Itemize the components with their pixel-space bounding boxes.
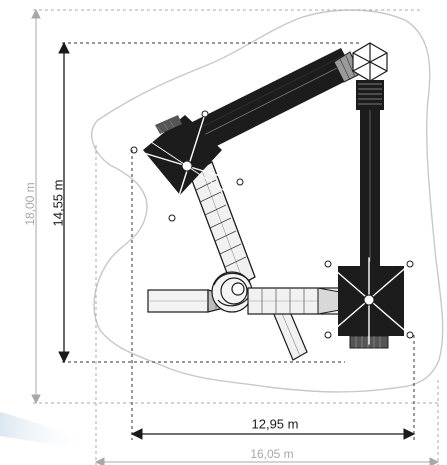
spiral-slide [211,271,253,313]
safety-zone-outline [91,9,444,393]
tower-bottom-right [324,257,414,349]
hex-tower-top [352,42,388,82]
slide-horizontal-right [247,287,341,315]
dimension-inner-height [58,41,70,364]
blue-smudge [0,412,90,450]
dimension-inner-width [130,428,416,440]
diagonal-walkway [170,48,361,162]
outer-width-label: 16,05 m [250,447,294,461]
outer-height-label: 18,00 m [23,182,37,226]
dimension-outer-width [94,457,440,465]
tube-slide [189,161,256,290]
tower-left [130,110,244,222]
dashed-boundaries [33,9,439,465]
inner-width-label: 12,95 m [251,416,299,432]
dimension-outer-height [31,8,41,405]
inner-height-label: 14,55 m [50,179,66,227]
vertical-walkway [356,80,384,266]
